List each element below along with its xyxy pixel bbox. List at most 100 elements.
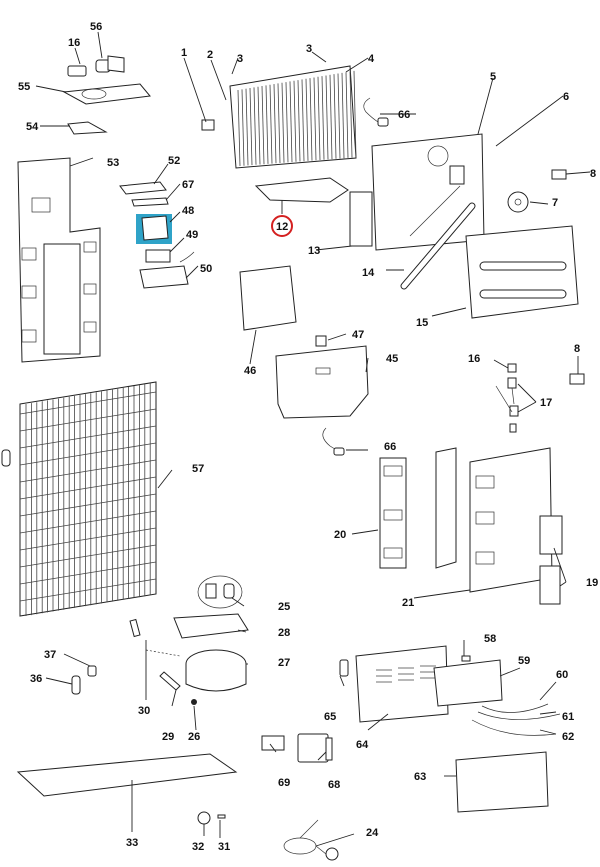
label-33: 33 <box>126 837 138 849</box>
label-66a: 66 <box>398 109 410 121</box>
part-8-top-connector[interactable] <box>551 169 567 180</box>
label-37: 37 <box>44 649 56 661</box>
part-15-evap-cover[interactable] <box>465 225 579 319</box>
evaporator-fin <box>237 89 241 167</box>
label-49: 49 <box>186 229 198 241</box>
condenser-tube <box>19 442 157 466</box>
part-56-bulb-socket[interactable] <box>95 55 125 73</box>
label-27: 27 <box>278 657 290 669</box>
part-64-pcb-housing[interactable] <box>355 645 449 723</box>
part-46-crisper-cover[interactable] <box>239 265 297 331</box>
evaporator-fin <box>269 84 273 164</box>
label-17: 17 <box>540 397 552 409</box>
label-61: 61 <box>562 711 574 723</box>
evaporator-fin <box>309 78 313 161</box>
evaporator-fin <box>261 86 265 165</box>
part-50-dispenser-switch[interactable] <box>139 251 195 289</box>
part-14-duct-tube[interactable] <box>400 202 476 290</box>
label-64: 64 <box>356 739 369 751</box>
part-7-fan-blade[interactable] <box>507 191 529 213</box>
part-30-capillary[interactable] <box>129 618 181 657</box>
part-57-condenser[interactable] <box>19 381 157 617</box>
part-32-knob[interactable] <box>197 811 211 825</box>
part-24-power-cord[interactable] <box>283 819 339 861</box>
part-47-label[interactable] <box>315 335 327 347</box>
part-45-shroud[interactable] <box>275 345 369 419</box>
label-55: 55 <box>18 81 30 93</box>
condenser-tube <box>19 578 157 602</box>
part-58-board-clip[interactable] <box>461 655 471 662</box>
part-37-cap[interactable] <box>87 665 97 677</box>
part-49-frame[interactable] <box>145 249 171 263</box>
evaporator-fin <box>285 82 289 163</box>
part-66-sensor-top[interactable] <box>363 97 389 127</box>
part-52-dispenser-lever[interactable] <box>119 181 167 195</box>
evaporator-fin <box>297 80 301 162</box>
label-52: 52 <box>168 155 180 167</box>
part-63-main-pcb[interactable] <box>455 751 549 813</box>
part-68-module[interactable] <box>297 733 333 763</box>
part-12-drain-tray[interactable] <box>254 177 349 203</box>
part-55-lamp-cover[interactable] <box>62 83 151 105</box>
evaporator-fin <box>293 80 297 162</box>
label-5: 5 <box>490 71 496 83</box>
label-63: 63 <box>414 771 426 783</box>
part-28-base-tray[interactable] <box>173 613 249 639</box>
part-drier-left[interactable] <box>1 449 11 467</box>
part-59-control-board[interactable] <box>433 659 503 707</box>
part-48-water-tray-selected[interactable] <box>136 214 172 244</box>
label-3a: 3 <box>237 53 243 65</box>
part-60-62-harnesses[interactable] <box>471 703 561 736</box>
part-53-dispenser-housing[interactable] <box>17 157 101 363</box>
part-1-evap-sensor[interactable] <box>201 119 215 131</box>
part-19-shelf-covers[interactable] <box>539 515 563 605</box>
evaporator-fin <box>333 74 337 159</box>
part-16-bulb[interactable] <box>507 363 517 373</box>
part-8-side-connector[interactable] <box>569 373 585 385</box>
label-58: 58 <box>484 633 496 645</box>
label-3b: 3 <box>306 43 312 55</box>
evaporator-fin <box>281 82 285 163</box>
evaporator-fin <box>313 77 317 161</box>
part-5-fan-housing[interactable] <box>371 133 485 251</box>
part-33-top-plate[interactable] <box>16 753 238 797</box>
evaporator-fin <box>289 81 293 163</box>
part-31-pin[interactable] <box>217 814 226 819</box>
part-27-compressor[interactable] <box>185 649 247 692</box>
part-17-harness[interactable] <box>495 377 519 433</box>
label-19: 19 <box>586 577 598 589</box>
label-46: 46 <box>244 365 256 377</box>
label-13: 13 <box>308 245 320 257</box>
part-69-display-board[interactable] <box>261 735 285 751</box>
label-50: 50 <box>200 263 212 275</box>
label-60: 60 <box>556 669 568 681</box>
evaporator-fin <box>277 83 281 164</box>
label-67: 67 <box>182 179 194 191</box>
part-4-evaporator[interactable] <box>229 65 357 169</box>
part-29-bracket[interactable] <box>159 671 181 691</box>
part-67-seal[interactable] <box>131 197 169 207</box>
part-13-insulation[interactable] <box>349 191 373 247</box>
part-16-lamp-holder[interactable] <box>67 65 87 77</box>
label-21: 21 <box>402 597 414 609</box>
part-65-fuse[interactable] <box>339 659 349 677</box>
evaporator-fin <box>337 73 341 159</box>
part-20-door-liner[interactable] <box>379 447 457 569</box>
evaporator-fin <box>321 76 325 160</box>
condenser-tube <box>19 561 157 585</box>
highlight-ring-12 <box>271 215 293 237</box>
condenser-tube <box>19 391 157 415</box>
part-54-lamp-diffuser[interactable] <box>67 121 108 135</box>
condenser-tube <box>19 425 157 449</box>
label-30: 30 <box>138 705 150 717</box>
part-66-sensor-mid[interactable] <box>322 427 345 456</box>
part-26-grommet[interactable] <box>191 699 197 705</box>
part-36-filter-drier[interactable] <box>71 675 81 695</box>
condenser-tube <box>19 510 157 534</box>
condenser-tube <box>19 476 157 500</box>
label-69: 69 <box>278 777 290 789</box>
condenser-tube <box>19 527 157 551</box>
label-56: 56 <box>90 21 102 33</box>
label-16: 16 <box>68 37 80 49</box>
part-25-relay-circle[interactable] <box>197 575 243 609</box>
